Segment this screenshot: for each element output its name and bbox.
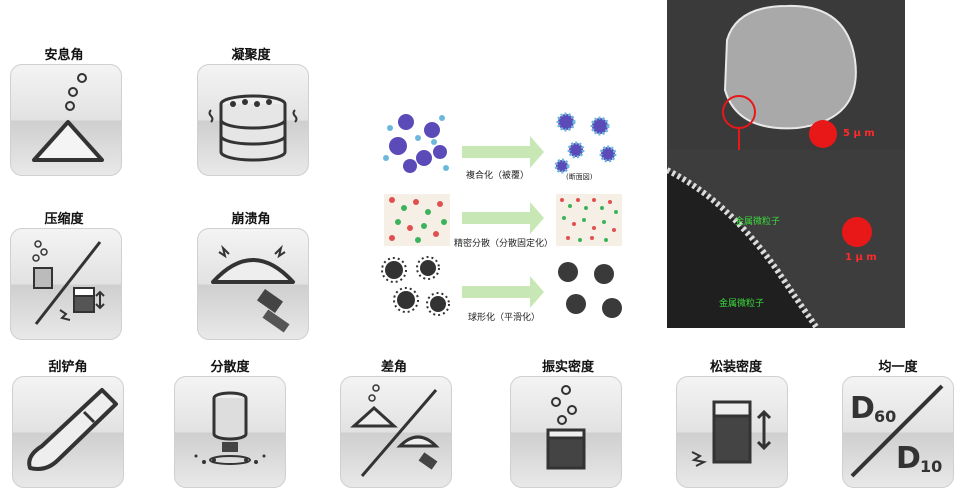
- angle-of-repose-icon: [32, 73, 104, 162]
- collapse-angle-icon: [211, 244, 295, 333]
- label-spatula-angle: 刮铲角: [48, 360, 88, 375]
- tile-aerated-density: [676, 376, 788, 488]
- d60-letter: D: [850, 391, 875, 426]
- spatula-angle-icon: [27, 388, 118, 471]
- d60-subscript: 60: [874, 407, 896, 426]
- label-tapped-density: 振实密度: [541, 360, 594, 375]
- label-aerated-density: 松装密度: [709, 360, 762, 375]
- process-label-composite: 複合化（被覆）: [466, 171, 530, 181]
- particle-label-upper: 金属微粒子: [735, 217, 781, 227]
- particle-process-graphic: [381, 112, 622, 318]
- uniformity-icon: D 60 D 10: [850, 384, 944, 478]
- tile-angle-of-repose: [10, 64, 122, 176]
- tile-cohesion: [197, 64, 309, 176]
- d10-letter: D: [896, 441, 921, 476]
- difference-angle-icon: [350, 384, 440, 477]
- process-sublabel-cross-section: (断面図): [566, 173, 593, 181]
- tile-spatula-angle: [12, 376, 124, 488]
- cohesion-icon: [208, 94, 298, 162]
- tile-collapse-angle: [197, 228, 309, 340]
- label-dispersibility: 分散度: [210, 360, 250, 375]
- micrograph-image: [667, 0, 905, 328]
- label-compressibility: 压缩度: [44, 212, 84, 227]
- compressibility-icon: [32, 240, 105, 325]
- sem-micrograph: 5 μ m 1 μ m 金属微粒子 金属微粒子: [667, 0, 905, 328]
- process-label-spheroidization: 球形化（平滑化）: [468, 313, 541, 323]
- tile-compressibility: [10, 228, 122, 340]
- dispersibility-icon: [194, 391, 266, 465]
- particle-label-lower: 金属微粒子: [719, 299, 765, 309]
- scale-bar-label-bottom: 1 μ m: [845, 252, 877, 263]
- label-uniformity: 均一度: [878, 360, 918, 375]
- label-collapse-angle: 崩溃角: [231, 212, 271, 227]
- process-label-dispersion: 精密分散（分散固定化）: [454, 239, 554, 249]
- d10-subscript: 10: [920, 457, 942, 476]
- tile-difference-angle: [340, 376, 452, 488]
- label-cohesion: 凝聚度: [231, 48, 271, 63]
- tile-uniformity: D 60 D 10: [842, 376, 954, 488]
- scale-bar-label-top: 5 μ m: [843, 128, 875, 139]
- tile-dispersibility: [174, 376, 286, 488]
- aerated-density-icon: [691, 400, 772, 467]
- tile-tapped-density: [510, 376, 622, 488]
- tapped-density-icon: [546, 385, 586, 470]
- label-angle-of-repose: 安息角: [44, 48, 84, 63]
- process-diagram: 複合化（被覆） (断面図) 精密分散（分散固定化） 球形化（平滑化）: [380, 108, 630, 328]
- label-difference-angle: 差角: [380, 360, 407, 375]
